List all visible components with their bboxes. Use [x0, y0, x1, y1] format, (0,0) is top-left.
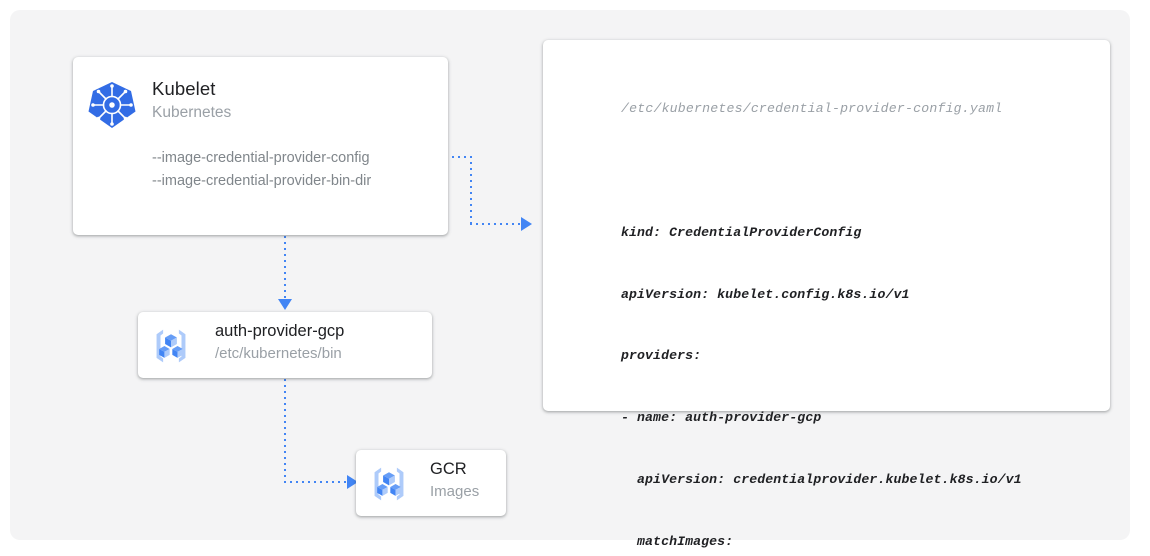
gcr-card[interactable]: GCR Images: [356, 450, 506, 516]
yaml-line: - name: auth-provider-gcp: [621, 410, 822, 426]
kubelet-flag-config: --image-credential-provider-config: [152, 150, 370, 166]
connector-segment-vertical: [284, 236, 286, 302]
gcr-card-subtitle: Images: [430, 483, 480, 500]
yaml-line: apiVersion: kubelet.config.k8s.io/v1: [621, 286, 910, 302]
connector-segment-vertical: [284, 379, 286, 483]
kubelet-card-flags: --image-credential-provider-config --ima…: [152, 147, 371, 193]
arrowhead-right-icon: [521, 217, 532, 231]
yaml-line: kind: CredentialProviderConfig: [621, 224, 862, 240]
gcp-container-registry-icon: [368, 463, 410, 505]
yaml-line: matchImages:: [621, 533, 734, 549]
kubelet-flag-bin-dir: --image-credential-provider-bin-dir: [152, 173, 372, 189]
yaml-code-block: /etc/kubernetes/credential-provider-conf…: [621, 58, 1022, 556]
connector-segment-vertical: [470, 156, 472, 224]
kubelet-card-subtitle: Kubernetes: [152, 104, 232, 121]
connector-segment-horizontal: [470, 223, 522, 225]
yaml-file-path: /etc/kubernetes/credential-provider-conf…: [621, 101, 1003, 117]
kubelet-card-title: Kubelet: [152, 78, 216, 99]
kubernetes-logo-icon: [87, 80, 137, 130]
arrowhead-down-icon: [278, 299, 292, 310]
yaml-line: providers:: [621, 348, 702, 364]
yaml-line: apiVersion: credentialprovider.kubelet.k…: [621, 471, 1022, 487]
yaml-blank-line: [621, 161, 1022, 182]
auth-provider-gcp-card[interactable]: auth-provider-gcp /etc/kubernetes/bin: [138, 312, 432, 378]
connector-segment-horizontal: [284, 481, 348, 483]
auth-provider-card-subtitle: /etc/kubernetes/bin: [215, 345, 342, 362]
auth-provider-card-title: auth-provider-gcp: [215, 322, 345, 340]
credential-provider-config-card[interactable]: /etc/kubernetes/credential-provider-conf…: [543, 40, 1110, 549]
gcr-card-title: GCR: [430, 460, 467, 478]
kubelet-card[interactable]: Kubelet Kubernetes --image-credential-pr…: [73, 57, 448, 235]
arrowhead-right-icon: [347, 475, 358, 489]
gcp-container-registry-icon: [150, 325, 192, 367]
